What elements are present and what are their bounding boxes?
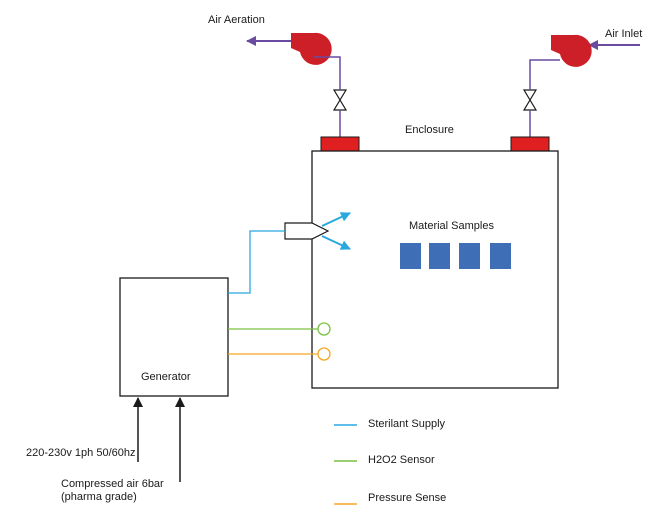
valve-icon — [332, 89, 348, 111]
material-samples-label: Material Samples — [409, 220, 494, 232]
enclosure-box — [311, 150, 559, 389]
compressed-air-note: (pharma grade) — [61, 491, 137, 503]
power-supply-label: 220-230v 1ph 50/60hz — [26, 447, 135, 459]
legend-label-h2o2: H2O2 Sensor — [368, 454, 435, 466]
enclosure-label: Enclosure — [405, 124, 454, 136]
generator-box — [119, 277, 229, 397]
material-sample — [400, 243, 421, 269]
inlet-port — [510, 136, 550, 152]
compressed-air-label: Compressed air 6bar — [61, 478, 164, 490]
valve-icon — [522, 89, 538, 111]
aeration-duct-line — [314, 56, 341, 82]
generator-label: Generator — [141, 371, 191, 383]
spray-arrow-up — [321, 212, 351, 227]
nozzle-icon — [284, 222, 330, 240]
legend-label-sterilant: Sterilant Supply — [368, 418, 446, 430]
blower-fan-icon — [291, 32, 332, 65]
spray-arrow-down — [321, 235, 351, 250]
inlet-duct-line — [529, 59, 560, 82]
pressure-sensor-icon — [317, 347, 331, 361]
legend: Sterilant Supply H2O2 Sensor Pressure Se… — [334, 418, 446, 505]
air-aeration-label: Air Aeration — [208, 14, 265, 26]
h2o2-sensor-icon — [317, 322, 331, 336]
material-sample — [459, 243, 480, 269]
air-inlet-label: Air Inlet — [605, 28, 642, 40]
sterilant-supply-line — [228, 230, 285, 294]
blower-fan-icon — [551, 34, 592, 67]
legend-label-pressure: Pressure Sense — [368, 492, 446, 504]
material-sample — [429, 243, 450, 269]
material-samples-group — [400, 243, 511, 269]
aeration-port — [320, 136, 360, 152]
material-sample — [490, 243, 511, 269]
